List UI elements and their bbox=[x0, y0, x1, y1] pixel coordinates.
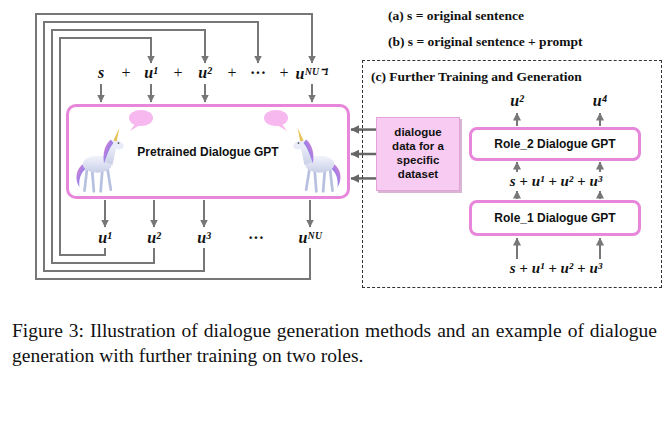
node-text: (c) Further Training and Generation bbox=[371, 69, 582, 85]
sequence-label: s bbox=[98, 64, 104, 82]
illustration-part bbox=[292, 128, 341, 192]
illustration-part bbox=[311, 84, 313, 102]
sequence-label: ··· bbox=[250, 64, 266, 82]
sequence-label: u⁴ bbox=[593, 92, 607, 110]
legend-note: (b) s = original sentence + prompt bbox=[388, 34, 582, 50]
illustration-part bbox=[516, 162, 518, 172]
sequence-label: u² bbox=[198, 64, 212, 82]
illustration-part bbox=[599, 113, 601, 126]
illustration-part bbox=[150, 84, 152, 102]
data-arrow bbox=[351, 128, 376, 131]
sequence-label: + bbox=[279, 64, 288, 82]
data-arrow bbox=[351, 153, 376, 156]
flow-arrows bbox=[101, 84, 600, 259]
illustration-part bbox=[516, 113, 518, 126]
feedback-loops bbox=[36, 14, 312, 279]
illustration-part bbox=[52, 30, 205, 263]
figure-caption: Figure 3: Illustration of dialogue gener… bbox=[12, 318, 657, 369]
illustration-part bbox=[60, 38, 151, 255]
illustration-part bbox=[129, 110, 153, 126]
sequence-label: u¹ bbox=[98, 229, 112, 247]
sequence-label: uᴺᵁ⁻¹ bbox=[296, 62, 329, 84]
data-box: dialogue data for a specific dataset bbox=[376, 117, 460, 191]
sequence-label: + bbox=[173, 64, 182, 82]
model-box: Pretrained Dialogue GPT bbox=[66, 104, 350, 199]
node-text: dialogue data for a specific dataset bbox=[381, 126, 455, 181]
illustration-part bbox=[104, 200, 106, 227]
sequence-label: uᴺᵁ bbox=[298, 229, 321, 247]
illustration-part bbox=[44, 22, 258, 271]
sequence-label: s + u¹ + u² + u³ bbox=[508, 260, 605, 277]
data-arrow bbox=[351, 177, 376, 180]
illustration-part bbox=[203, 200, 205, 227]
sequence-label: s + u¹ + u² + u³ bbox=[508, 173, 605, 190]
illustration-part bbox=[309, 200, 311, 227]
illustration-part bbox=[76, 128, 125, 192]
unicorns bbox=[76, 110, 340, 191]
legend-note: (a) s = original sentence bbox=[388, 8, 524, 24]
illustration-part bbox=[516, 191, 518, 199]
sequence-label: + bbox=[121, 64, 130, 82]
model-box: Role_1 Dialogue GPT bbox=[469, 200, 641, 236]
sequence-label: u² bbox=[147, 229, 161, 247]
illustration-part bbox=[599, 191, 601, 199]
dashed-group: (c) Further Training and Generation dialo… bbox=[362, 60, 662, 288]
node-text: Pretrained Dialogue GPT bbox=[137, 145, 278, 159]
illustration-part bbox=[153, 200, 155, 227]
illustration-part bbox=[516, 238, 518, 259]
illustration-part bbox=[130, 124, 140, 131]
illustration-part bbox=[36, 14, 312, 279]
sequence-label: ··· bbox=[248, 229, 264, 247]
illustration-part bbox=[204, 84, 206, 102]
sequence-label: + bbox=[227, 64, 236, 82]
node-text: Role_1 Dialogue GPT bbox=[494, 211, 615, 225]
model-box: Role_2 Dialogue GPT bbox=[469, 127, 641, 161]
illustration-part bbox=[277, 124, 287, 131]
illustration-part bbox=[599, 162, 601, 172]
sequence-label: u² bbox=[510, 92, 524, 110]
node-text: Role_2 Dialogue GPT bbox=[494, 137, 615, 151]
sequence-label: u³ bbox=[197, 229, 211, 247]
illustration-part bbox=[264, 110, 288, 126]
illustration-part bbox=[100, 84, 102, 102]
illustration-part bbox=[599, 238, 601, 259]
sequence-label: u¹ bbox=[144, 64, 158, 82]
